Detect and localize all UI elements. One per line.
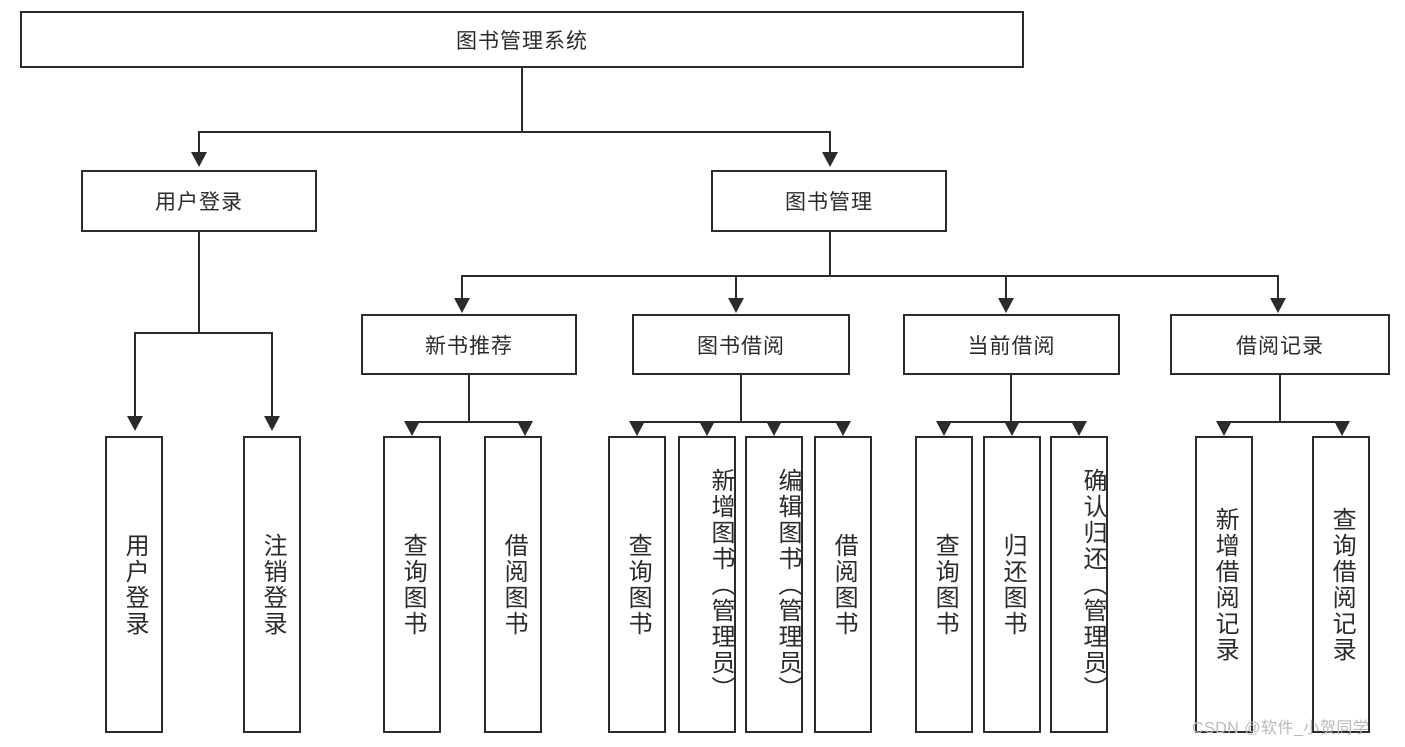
leaf-query-book-recommend[interactable]: 查询图书 xyxy=(383,436,441,733)
connector-userlogin-bar xyxy=(134,332,272,334)
connector-userlogin-drop-2 xyxy=(271,332,273,417)
connector-newbook-stem xyxy=(468,375,470,422)
leaf-query-book-borrow[interactable]: 查询图书 xyxy=(608,436,666,733)
arrow-newbook-leaf-2 xyxy=(517,421,533,436)
arrow-userlogin-leaf-1 xyxy=(127,416,143,431)
connector-root-to-bookmgmt xyxy=(829,131,831,153)
connector-bookmgmt-bar xyxy=(461,275,1277,277)
arrow-bookmgmt-to-borrow xyxy=(728,298,744,313)
arrow-bookmgmt-to-current xyxy=(998,298,1014,313)
connector-bookmgmt-stem xyxy=(829,232,831,276)
node-borrow-record[interactable]: 借阅记录 xyxy=(1170,314,1390,375)
connector-newbook-bar xyxy=(411,421,525,423)
node-book-management[interactable]: 图书管理 xyxy=(711,170,947,232)
arrow-bookmgmt-to-record xyxy=(1270,298,1286,313)
arrow-root-to-bookmgmt xyxy=(822,152,838,167)
node-root-system[interactable]: 图书管理系统 xyxy=(20,11,1024,68)
connector-bookborrow-stem xyxy=(740,375,742,422)
node-user-login[interactable]: 用户登录 xyxy=(81,170,317,232)
leaf-confirm-return-admin[interactable]: 确认归还（管理员） xyxy=(1050,436,1108,733)
arrow-bookborrow-leaf-3 xyxy=(766,421,782,436)
connector-bookmgmt-drop-2 xyxy=(735,275,737,299)
leaf-add-book-admin[interactable]: 新增图书（管理员） xyxy=(678,436,736,733)
leaf-logout[interactable]: 注销登录 xyxy=(243,436,301,733)
arrow-root-to-userlogin xyxy=(191,152,207,167)
leaf-user-login[interactable]: 用户登录 xyxy=(105,436,163,733)
leaf-add-borrow-record[interactable]: 新增借阅记录 xyxy=(1195,436,1253,733)
arrow-bookborrow-leaf-4 xyxy=(835,421,851,436)
connector-bookborrow-bar xyxy=(636,421,843,423)
arrow-borrowrecord-leaf-2 xyxy=(1334,421,1350,436)
node-current-borrow[interactable]: 当前借阅 xyxy=(903,314,1120,375)
arrow-bookborrow-leaf-2 xyxy=(699,421,715,436)
arrow-currentborrow-leaf-3 xyxy=(1071,421,1087,436)
leaf-query-book-current[interactable]: 查询图书 xyxy=(915,436,973,733)
arrow-bookborrow-leaf-1 xyxy=(629,421,645,436)
leaf-borrow-book[interactable]: 借阅图书 xyxy=(814,436,872,733)
node-book-borrow[interactable]: 图书借阅 xyxy=(632,314,850,375)
connector-bookmgmt-drop-1 xyxy=(461,275,463,299)
connector-borrowrecord-bar xyxy=(1223,421,1341,423)
arrow-newbook-leaf-1 xyxy=(404,421,420,436)
leaf-borrow-book-recommend[interactable]: 借阅图书 xyxy=(484,436,542,733)
connector-root-stem xyxy=(521,68,523,132)
arrow-borrowrecord-leaf-1 xyxy=(1216,421,1232,436)
connector-borrowrecord-stem xyxy=(1279,375,1281,422)
arrow-currentborrow-leaf-1 xyxy=(936,421,952,436)
leaf-return-book[interactable]: 归还图书 xyxy=(983,436,1041,733)
connector-currentborrow-stem xyxy=(1010,375,1012,422)
leaf-query-borrow-record[interactable]: 查询借阅记录 xyxy=(1312,436,1370,733)
connector-bookmgmt-drop-4 xyxy=(1277,275,1279,299)
arrow-userlogin-leaf-2 xyxy=(264,416,280,431)
connector-root-bar xyxy=(198,131,830,133)
node-new-book-recommend[interactable]: 新书推荐 xyxy=(361,314,577,375)
connector-root-to-userlogin xyxy=(198,131,200,153)
connector-userlogin-stem xyxy=(198,232,200,333)
csdn-watermark: CSDN @软件_小贺同学 xyxy=(1192,720,1370,737)
connector-bookmgmt-drop-3 xyxy=(1005,275,1007,299)
arrow-bookmgmt-to-newbook xyxy=(454,298,470,313)
connector-userlogin-drop-1 xyxy=(134,332,136,417)
arrow-currentborrow-leaf-2 xyxy=(1004,421,1020,436)
leaf-edit-book-admin[interactable]: 编辑图书（管理员） xyxy=(745,436,803,733)
